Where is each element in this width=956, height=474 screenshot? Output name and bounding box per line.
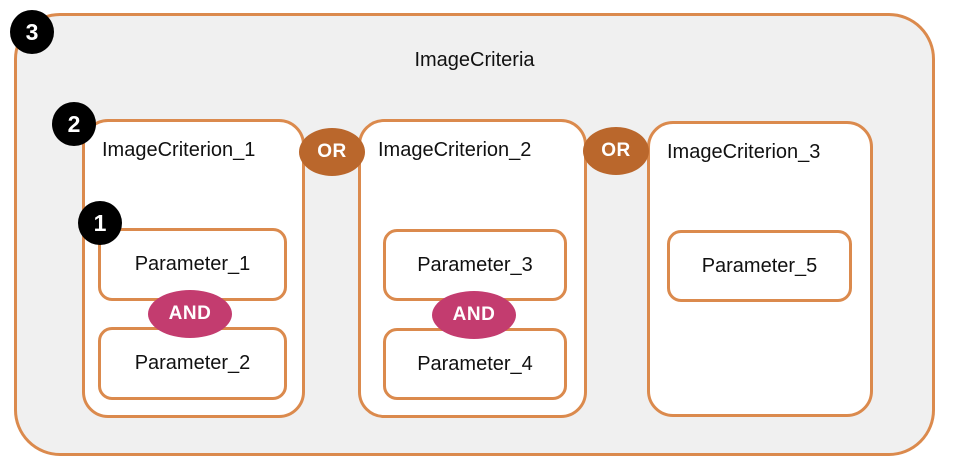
parameter-4-box: Parameter_4	[383, 328, 567, 400]
parameter-5-box: Parameter_5	[667, 230, 852, 302]
image-criterion-3-label: ImageCriterion_3	[667, 141, 821, 163]
parameter-1-box: Parameter_1	[98, 228, 287, 301]
or-operator-2-badge: OR	[583, 127, 649, 175]
level-3-badge: 3	[10, 10, 54, 54]
level-2-badge: 2	[52, 102, 96, 146]
and-operator-2-badge: AND	[432, 291, 516, 339]
or-operator-1-badge: OR	[299, 128, 365, 176]
image-criterion-2-label: ImageCriterion_2	[378, 139, 532, 161]
parameter-3-box: Parameter_3	[383, 229, 567, 301]
level-1-badge: 1	[78, 201, 122, 245]
image-criterion-1-label: ImageCriterion_1	[102, 139, 256, 161]
and-operator-1-badge: AND	[148, 290, 232, 338]
image-criteria-title: ImageCriteria	[414, 49, 535, 71]
